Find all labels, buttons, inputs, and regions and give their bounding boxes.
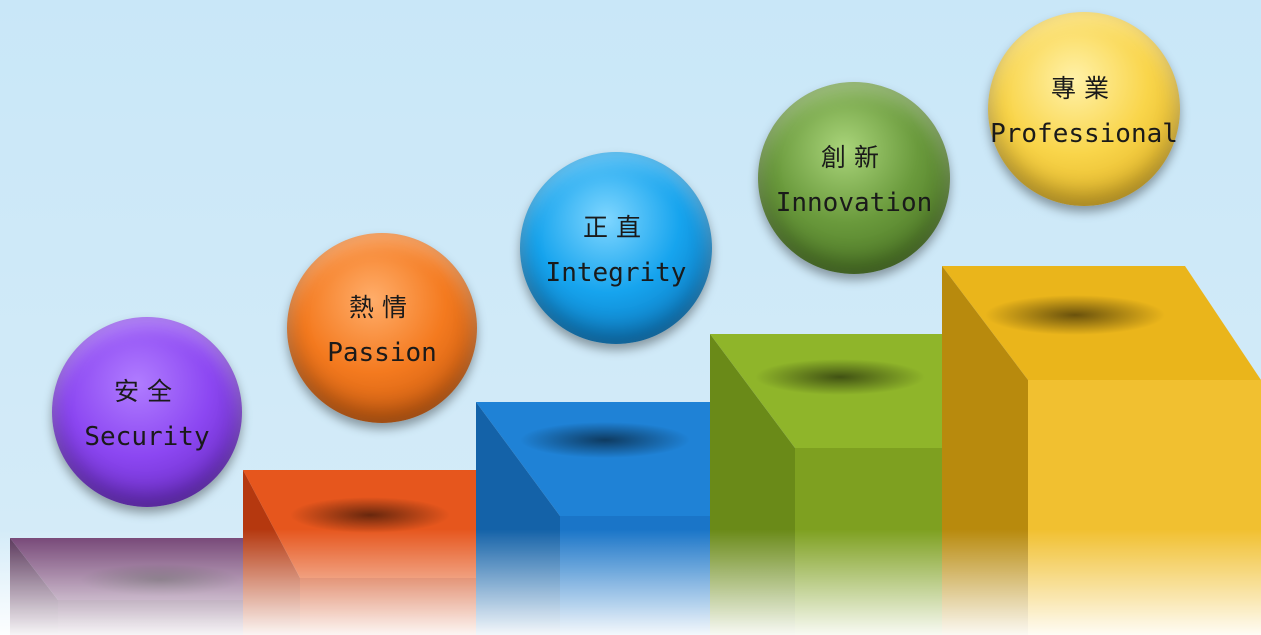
value-en-integrity: Integrity <box>545 258 687 288</box>
value-circle-innovation: 創新 Innovation <box>758 82 950 274</box>
value-en-security: Security <box>84 422 210 452</box>
value-circle-professional: 專業 Professional <box>988 12 1180 206</box>
value-circle-security: 安全 Security <box>52 317 242 507</box>
value-en-innovation: Innovation <box>775 188 933 218</box>
value-zh-professional: 專業 <box>1050 74 1117 103</box>
step-professional-shadow <box>985 295 1165 335</box>
value-zh-security: 安全 <box>113 377 180 406</box>
value-zh-passion: 熱情 <box>348 293 415 322</box>
value-en-passion: Passion <box>327 338 437 368</box>
step-innovation-shadow <box>755 359 925 395</box>
value-zh-integrity: 正直 <box>582 213 649 242</box>
value-zh-innovation: 創新 <box>820 143 887 172</box>
value-circle-integrity: 正直 Integrity <box>520 152 712 344</box>
value-en-professional: Professional <box>990 119 1178 149</box>
value-circle-passion: 熱情 Passion <box>287 233 477 423</box>
